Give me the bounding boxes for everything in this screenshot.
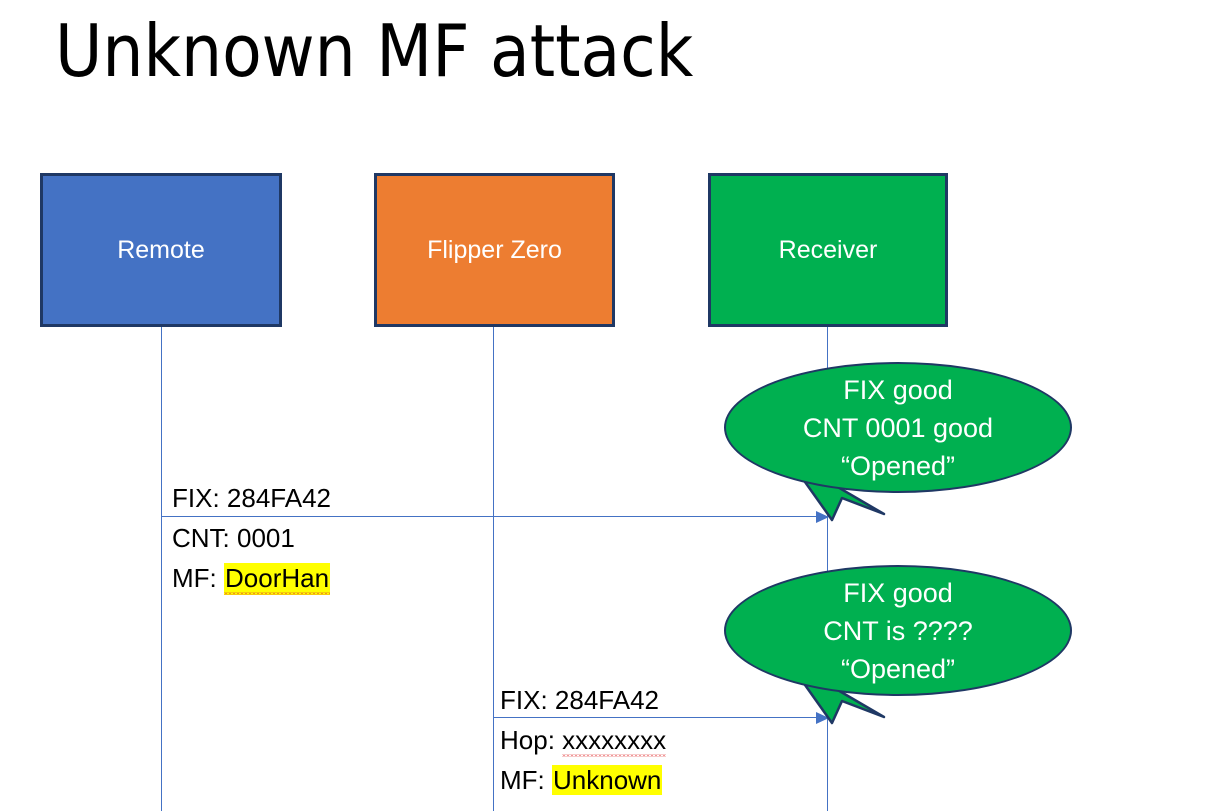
page-title: Unknown MF attack: [55, 9, 694, 93]
lifeline-remote: [161, 327, 162, 811]
actor-box-remote[interactable]: Remote: [40, 173, 282, 327]
callout-2-line-2: CNT is ????: [823, 615, 973, 646]
message-2-mf-value: Unknown: [552, 765, 663, 795]
arrow-head-icon: [816, 511, 829, 523]
message-2-line-hop: Hop: xxxxxxxx: [500, 720, 667, 760]
actor-label-remote: Remote: [117, 235, 205, 264]
message-2-mf-prefix: MF:: [500, 765, 552, 795]
message-2-line-fix: FIX: 284FA42: [500, 680, 659, 720]
message-2-hop-prefix: Hop:: [500, 725, 563, 755]
message-2-hop-value: xxxxxxxx: [562, 725, 667, 755]
callout-2-line-1: FIX good: [843, 577, 953, 608]
actor-label-receiver: Receiver: [778, 235, 878, 264]
lifeline-receiver: [827, 327, 828, 811]
message-2-line-mf: MF: Unknown: [500, 760, 666, 800]
actor-box-flipper-zero[interactable]: Flipper Zero: [374, 173, 615, 327]
callout-1-line-3: “Opened”: [840, 450, 956, 481]
callout-bubble: FIX good CNT 0001 good “Opened”: [724, 362, 1072, 493]
message-1-line-mf: MF: DoorHan: [172, 558, 330, 598]
message-2-detail-lines: Hop: xxxxxxxx MF: Unknown: [500, 720, 667, 800]
arrow-head-icon: [816, 712, 829, 724]
message-2-fix-text: FIX: 284FA42: [500, 685, 659, 715]
lifeline-flipper-zero: [493, 327, 494, 811]
callout-1-line-2: CNT 0001 good: [802, 412, 994, 443]
actor-label-flipper-zero: Flipper Zero: [427, 235, 562, 264]
message-1-fix-text: FIX: 284FA42: [172, 483, 331, 513]
message-1-line-fix: FIX: 284FA42: [172, 478, 331, 518]
actor-box-receiver[interactable]: Receiver: [708, 173, 948, 327]
message-1-mf-value: DoorHan: [225, 563, 330, 593]
message-1-line-cnt: CNT: 0001: [172, 518, 330, 558]
callout-2-line-3: “Opened”: [840, 653, 956, 684]
callout-1-line-1: FIX good: [843, 374, 953, 405]
message-1-detail-lines: CNT: 0001 MF: DoorHan: [172, 518, 330, 598]
message-1-mf-prefix: MF:: [172, 563, 224, 593]
callout-bubble: FIX good CNT is ???? “Opened”: [724, 565, 1072, 696]
message-1-cnt-text: CNT: 0001: [172, 523, 295, 553]
